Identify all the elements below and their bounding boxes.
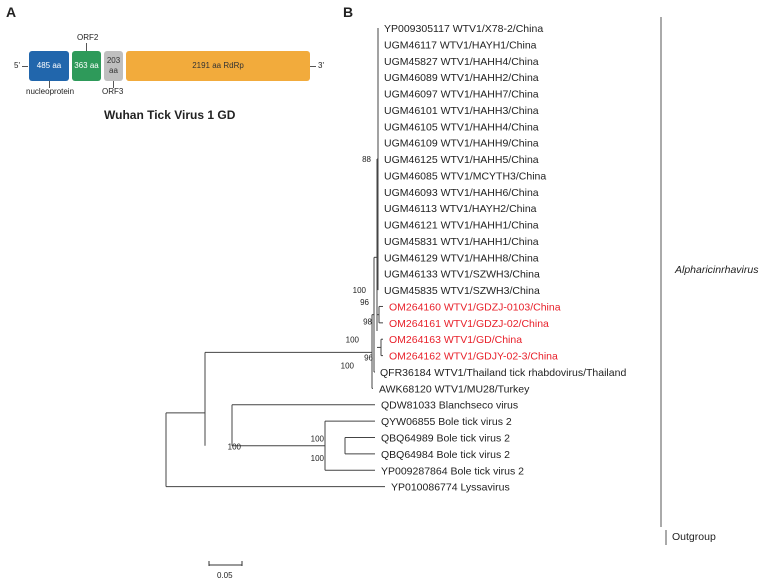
orf3-size-line2: aa <box>109 66 118 75</box>
clade-label-alpharicinrhavirus: Alpharicinrhavirus <box>675 264 759 276</box>
taxon-label: OM264162 WTV1/GDJY-02-3/China <box>389 351 558 363</box>
bootstrap-value: 98 <box>363 317 372 326</box>
nucleoprotein-connector <box>49 81 50 88</box>
orf2-connector <box>86 43 87 51</box>
bootstrap-value: 100 <box>228 442 242 451</box>
taxon-label: UGM46113 WTV1/HAYH2/China <box>384 203 537 215</box>
nucleoprotein-size: 485 aa <box>36 61 62 70</box>
orf3-size-line1: 203 <box>106 56 121 65</box>
panel-label-a: A <box>6 4 17 20</box>
taxon-label: QBQ64989 Bole tick virus 2 <box>381 433 510 445</box>
clade-label-outgroup: Outgroup <box>672 531 716 543</box>
taxon-label: UGM46105 WTV1/HAHH4/China <box>384 121 539 133</box>
taxon-label: UGM46117 WTV1/HAYH1/China <box>384 39 537 51</box>
taxon-label: QYW06855 Bole tick virus 2 <box>381 416 512 428</box>
taxon-label: UGM45827 WTV1/HAHH4/China <box>384 56 539 68</box>
scale-bar-label: 0.05 <box>217 571 233 579</box>
rdrp-gene: 2191 aa RdRp <box>126 51 310 81</box>
taxon-label: YP009305117 WTV1/X78-2/China <box>384 23 543 35</box>
taxon-label: UGM45831 WTV1/HAHH1/China <box>384 236 539 248</box>
taxon-label: UGM45835 WTV1/SZWH3/China <box>384 285 540 297</box>
taxon-label: UGM46109 WTV1/HAHH9/China <box>384 138 539 150</box>
bootstrap-value: 100 <box>353 286 367 295</box>
taxon-label: UGM46121 WTV1/HAHH1/China <box>384 220 539 232</box>
taxon-label: UGM46133 WTV1/SZWH3/China <box>384 269 540 281</box>
taxon-label: UGM46097 WTV1/HAHH7/China <box>384 89 539 101</box>
orf3-label: ORF3 <box>102 87 124 96</box>
bootstrap-value: 96 <box>364 354 373 363</box>
taxon-label: UGM46089 WTV1/HAHH2/China <box>384 72 539 84</box>
bootstrap-value: 100 <box>311 454 325 463</box>
taxon-label: UGM46101 WTV1/HAHH3/China <box>384 105 539 117</box>
genome-line-left <box>22 66 28 67</box>
taxon-label: QFR36184 WTV1/Thailand tick rhabdovirus/… <box>380 367 626 379</box>
nucleoprotein-gene: 485 aa <box>29 51 69 81</box>
taxon-label: OM264161 WTV1/GDZJ-02/China <box>389 318 549 330</box>
taxon-label: QBQ64984 Bole tick virus 2 <box>381 449 510 461</box>
five-prime-label: 5' <box>14 61 20 70</box>
orf3-connector <box>113 81 114 88</box>
taxon-label: UGM46125 WTV1/HAHH5/China <box>384 154 539 166</box>
bootstrap-value: 96 <box>360 298 369 307</box>
taxon-label: OM264160 WTV1/GDZJ-0103/China <box>389 301 561 313</box>
genome-line-right <box>310 66 316 67</box>
bootstrap-value: 88 <box>362 155 371 164</box>
panel-label-b: B <box>343 4 354 20</box>
taxon-label: YP009287864 Bole tick virus 2 <box>381 465 524 477</box>
tree-branches <box>165 28 385 488</box>
taxon-label: YP010086774 Lyssavirus <box>391 482 510 494</box>
genome-title: Wuhan Tick Virus 1 GD <box>104 108 236 122</box>
nucleoprotein-label: nucleoprotein <box>26 87 75 96</box>
three-prime-label: 3' <box>318 61 324 70</box>
taxon-label: QDW81033 Blanchseco virus <box>381 400 518 412</box>
orf2-gene: 363 aa <box>72 51 101 81</box>
taxon-label: OM264163 WTV1/GD/China <box>389 334 522 346</box>
taxon-label: AWK68120 WTV1/MU28/Turkey <box>379 383 530 395</box>
taxon-label: UGM46093 WTV1/HAHH6/China <box>384 187 539 199</box>
orf2-label: ORF2 <box>77 33 99 42</box>
taxon-label: UGM46085 WTV1/MCYTH3/China <box>384 170 546 182</box>
rdrp-size: 2191 aa RdRp <box>192 61 244 70</box>
bootstrap-value: 100 <box>341 362 355 371</box>
taxon-label: UGM46129 WTV1/HAHH8/China <box>384 252 539 264</box>
orf2-size: 363 aa <box>74 61 99 70</box>
bootstrap-value: 100 <box>346 335 360 344</box>
bootstrap-value: 100 <box>311 435 325 444</box>
